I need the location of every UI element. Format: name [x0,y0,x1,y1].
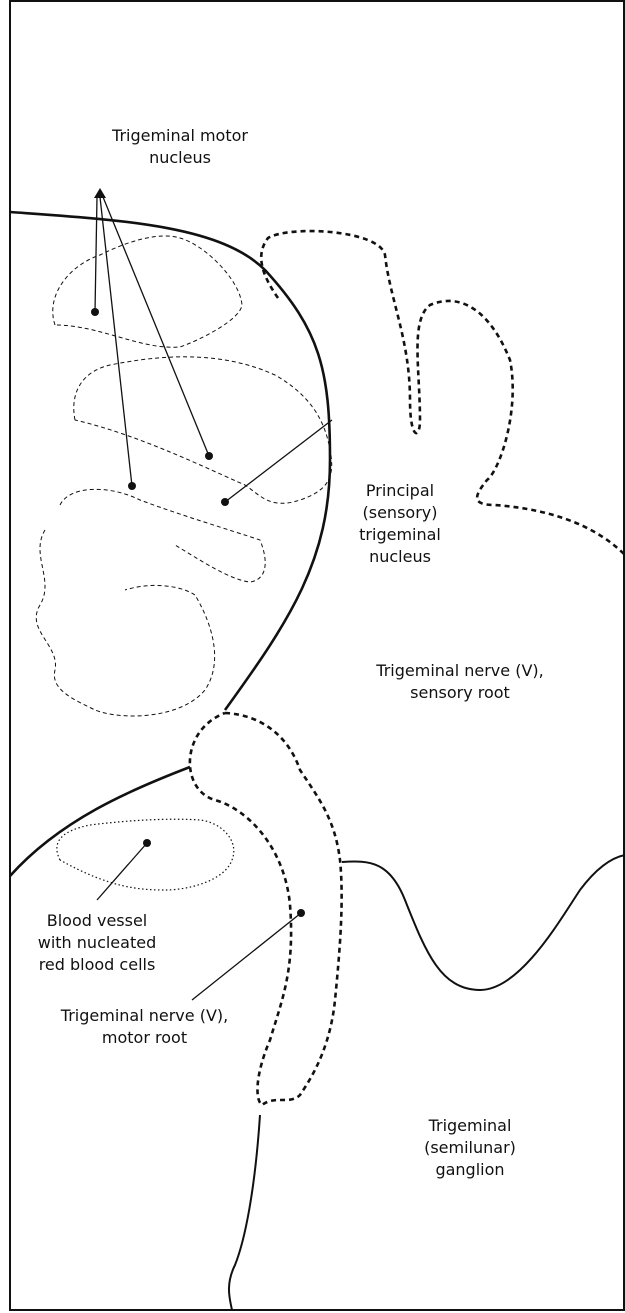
brainstem-lower-boundary [10,767,190,876]
label-blood-vessel: Blood vessel with nucleated red blood ce… [22,910,172,976]
label-blood-vessel-line3: red blood cells [22,954,172,976]
dot-blood-vessel [143,839,151,847]
motor-nucleus-upper [53,236,242,347]
leader-blood-vessel [97,843,147,900]
leader-motor-1 [95,197,97,312]
label-motor-nucleus-line1: Trigeminal motor [110,125,250,147]
principal-nucleus-inner [60,489,265,582]
blood-vessel-outline [57,819,234,890]
label-ganglion: Trigeminal (semilunar) ganglion [410,1115,530,1181]
label-motor-nucleus-line2: nucleus [110,147,250,169]
dot-motor-3 [128,482,136,490]
ganglion-lower-boundary [229,1115,260,1310]
leader-motor-2 [103,197,209,456]
ganglion-boundary [342,855,625,990]
label-motor-root-line1: Trigeminal nerve (V), [42,1005,247,1027]
label-principal-line4: nucleus [345,546,455,568]
dot-principal [221,498,229,506]
pointer-dots [91,308,305,917]
label-principal-line2: (sensory) [345,502,455,524]
label-principal-nucleus: Principal (sensory) trigeminal nucleus [345,480,455,568]
brainstem-boundary [10,212,330,710]
label-principal-line3: trigeminal [345,524,455,546]
leader-motor-3 [100,197,132,486]
label-ganglion-line1: Trigeminal [410,1115,530,1137]
label-blood-vessel-line1: Blood vessel [22,910,172,932]
label-sensory-root-line2: sensory root [360,682,560,704]
label-sensory-root-line1: Trigeminal nerve (V), [360,660,560,682]
label-sensory-root: Trigeminal nerve (V), sensory root [360,660,560,704]
principal-nucleus-outline [74,357,332,503]
label-ganglion-line2: (semilunar) [410,1137,530,1159]
label-motor-root-line2: motor root [42,1027,247,1049]
arrow-tip [94,188,106,198]
dot-motor-1 [91,308,99,316]
leader-principal [225,420,332,502]
dot-motor-root [297,909,305,917]
label-motor-root: Trigeminal nerve (V), motor root [42,1005,247,1049]
motor-nucleus-lower [36,530,214,716]
label-ganglion-line3: ganglion [410,1159,530,1181]
label-principal-line1: Principal [345,480,455,502]
label-motor-nucleus: Trigeminal motor nucleus [110,125,250,169]
label-blood-vessel-line2: with nucleated [22,932,172,954]
dot-motor-2 [205,452,213,460]
